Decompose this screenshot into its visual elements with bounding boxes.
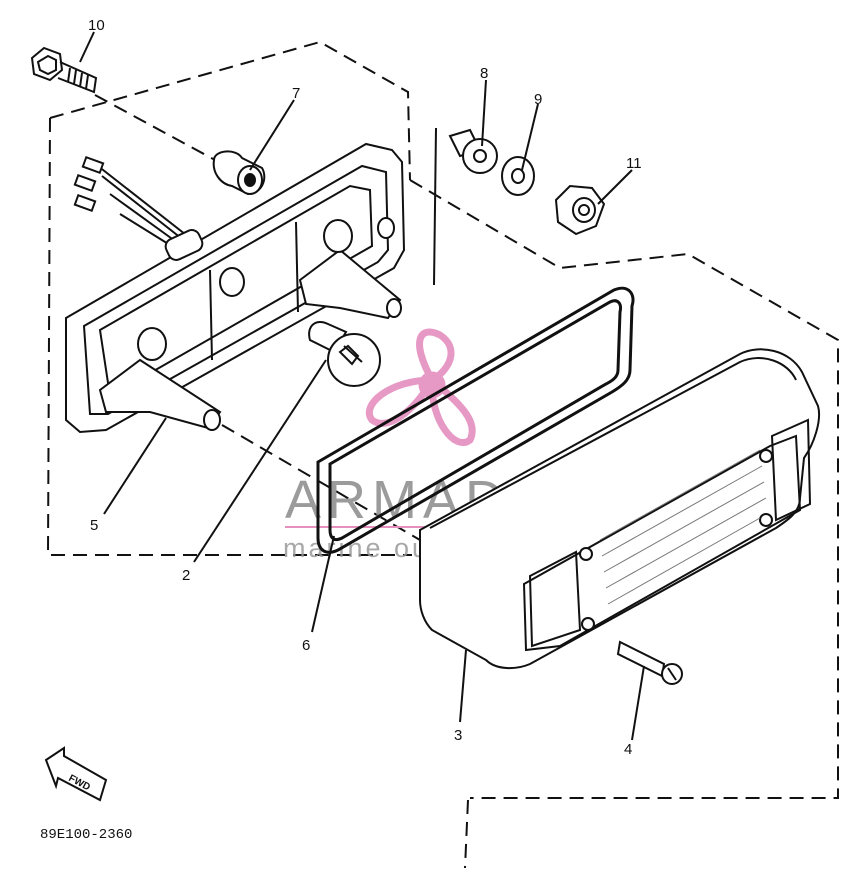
part-bulb (308, 321, 381, 387)
callout-4: 4 (624, 741, 632, 758)
callout-7: 7 (292, 85, 300, 102)
lens-texture (599, 449, 767, 605)
propeller-logo-icon (365, 328, 476, 446)
fastener-bracket (433, 127, 437, 286)
forward-arrow-icon: FWD (44, 746, 108, 802)
callout-9: 9 (534, 91, 542, 108)
part-lamp-housing (65, 142, 406, 434)
part-screw (616, 640, 683, 685)
callout-2: 2 (182, 567, 190, 584)
part-grommet (212, 150, 266, 196)
diagram-code: 89E100-2360 (40, 827, 132, 843)
callout-10: 10 (88, 17, 105, 34)
housing-boundary-left (46, 117, 412, 556)
part-nut (554, 184, 606, 236)
callout-11: 11 (626, 155, 642, 172)
leader-lines (79, 31, 645, 741)
lens-boundary (409, 179, 839, 799)
part-washer (501, 156, 535, 196)
part-collar (448, 128, 498, 174)
lens-boundary-tail (464, 799, 469, 869)
part-bolt (30, 46, 98, 94)
callout-8: 8 (480, 65, 488, 82)
callout-6: 6 (302, 637, 310, 654)
callout-3: 3 (454, 727, 462, 744)
callout-5: 5 (90, 517, 98, 534)
part-lens (419, 348, 820, 670)
leader-dash-c (221, 424, 421, 541)
callout-labels: 10 7 8 9 11 5 2 6 3 4 (88, 17, 642, 758)
housing-boundary (49, 40, 411, 181)
leader-dash-a (94, 94, 216, 161)
